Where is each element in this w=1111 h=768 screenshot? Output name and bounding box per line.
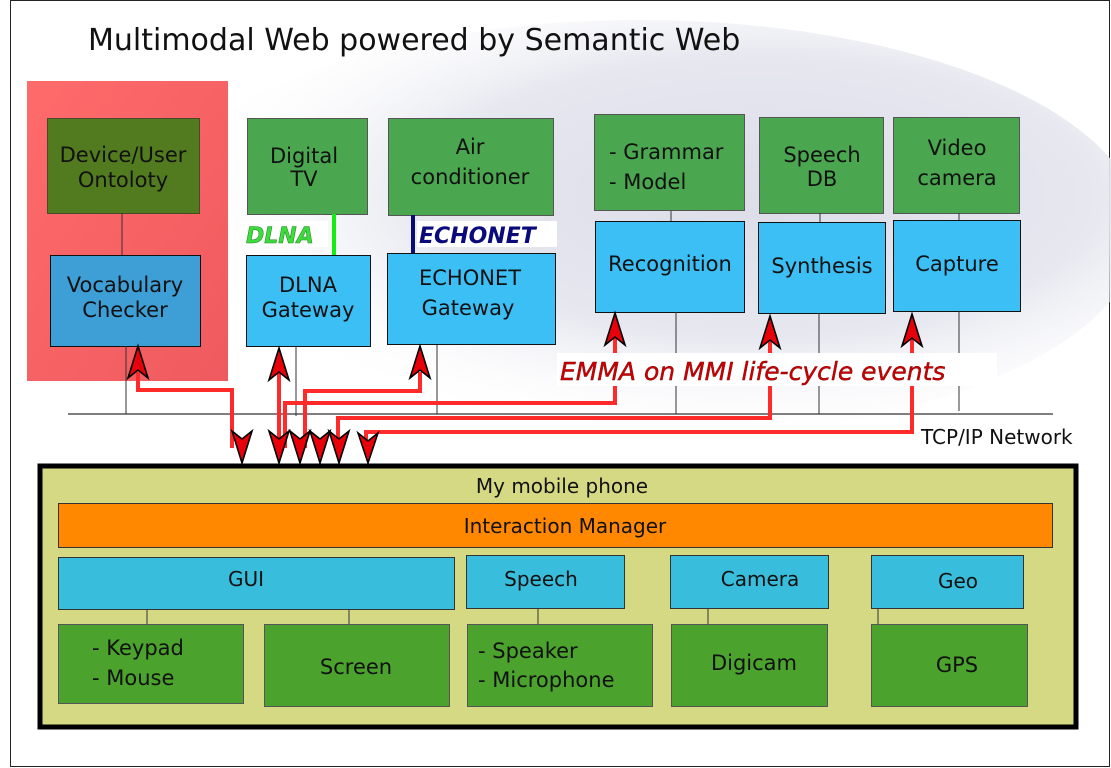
echonet-protocol-label: ECHONET bbox=[419, 224, 538, 249]
gps-label: GPS bbox=[936, 653, 978, 677]
speech-db-label-1: Speech bbox=[783, 143, 860, 167]
service-capture: Video camera Capture bbox=[893, 117, 1021, 312]
interaction-manager-box[interactable] bbox=[58, 503, 1053, 548]
keypad-label: - Keypad bbox=[92, 636, 184, 660]
screen-box[interactable] bbox=[264, 624, 450, 707]
flow-checker bbox=[136, 372, 234, 448]
interaction-manager-label: Interaction Manager bbox=[464, 514, 667, 538]
echonet-gateway-label-1: ECHONET bbox=[419, 266, 521, 290]
modality-camera-box[interactable] bbox=[670, 555, 829, 609]
modality-gui-box[interactable] bbox=[58, 557, 455, 610]
recognition-box[interactable] bbox=[595, 221, 745, 313]
screen-label: Screen bbox=[320, 655, 392, 679]
air-conditioner-label-1: Air bbox=[456, 135, 485, 159]
capture-box[interactable] bbox=[893, 220, 1021, 312]
digicam-label: Digicam bbox=[711, 651, 797, 675]
arrow-down-3-icon bbox=[288, 428, 312, 466]
modality-camera-label: Camera bbox=[721, 567, 800, 591]
speech-db-label-2: DB bbox=[807, 167, 838, 191]
diagram-title: Multimodal Web powered by Semantic Web bbox=[88, 23, 740, 58]
service-recognition: - Grammar - Model Recognition bbox=[594, 114, 745, 313]
video-camera-label-1: Video bbox=[928, 136, 987, 160]
arrow-up-synthesis-icon bbox=[758, 313, 782, 351]
down-arrowheads bbox=[230, 428, 380, 466]
checker-label-1: Vocabulary bbox=[67, 273, 183, 297]
microphone-label: - Microphone bbox=[478, 668, 615, 692]
dlna-protocol-label: DLNA bbox=[246, 224, 314, 249]
air-conditioner-label-2: conditioner bbox=[411, 165, 530, 189]
dlna-gateway-box[interactable] bbox=[246, 255, 371, 347]
service-echonet: Air conditioner ECHONET ECHONET Gateway bbox=[387, 118, 557, 345]
grammar-label-1: - Grammar bbox=[609, 140, 724, 164]
synthesis-label: Synthesis bbox=[771, 254, 872, 278]
speech-db-box[interactable] bbox=[759, 117, 884, 214]
digital-tv-box[interactable] bbox=[247, 118, 368, 215]
modality-gui-label: GUI bbox=[228, 567, 264, 591]
vocabulary-checker-box[interactable] bbox=[50, 255, 201, 347]
flow-echonet bbox=[303, 372, 422, 448]
grammar-model-box[interactable] bbox=[594, 114, 745, 211]
video-camera-label-2: camera bbox=[917, 166, 996, 190]
dlna-tag-bg bbox=[240, 221, 328, 247]
arrow-down-5-icon bbox=[327, 428, 351, 466]
dlna-gateway-label-2: Gateway bbox=[262, 298, 355, 322]
echonet-gateway-label-2: Gateway bbox=[422, 296, 515, 320]
speaker-label: - Speaker bbox=[478, 639, 578, 663]
modality-geo-box[interactable] bbox=[871, 555, 1024, 609]
digital-tv-label-1: Digital bbox=[270, 144, 338, 168]
modality-geo-label: Geo bbox=[938, 569, 978, 593]
arrow-down-1-icon bbox=[230, 428, 254, 466]
network-label: TCP/IP Network bbox=[920, 425, 1073, 449]
service-dlna: Digital TV DLNA DLNA Gateway bbox=[240, 118, 371, 347]
modality-speech-box[interactable] bbox=[466, 555, 625, 609]
arrow-down-2-icon bbox=[267, 428, 291, 466]
air-conditioner-box[interactable] bbox=[388, 118, 554, 216]
speaker-microphone-box[interactable] bbox=[467, 624, 653, 707]
modality-speech-label: Speech bbox=[504, 567, 578, 591]
gps-box[interactable] bbox=[871, 624, 1028, 707]
video-camera-box[interactable] bbox=[893, 117, 1020, 214]
digital-tv-label-2: TV bbox=[289, 167, 318, 191]
checker-label-2: Checker bbox=[82, 298, 168, 322]
arrow-up-checker-icon bbox=[126, 343, 150, 381]
arrow-down-4-icon bbox=[308, 428, 332, 466]
ontology-label-1: Device/User bbox=[60, 143, 187, 167]
mouse-label: - Mouse bbox=[92, 666, 174, 690]
phone-title: My mobile phone bbox=[476, 474, 648, 498]
arrow-down-6-icon bbox=[356, 430, 380, 466]
mobile-phone: My mobile phone Interaction Manager GUI … bbox=[37, 463, 1079, 730]
arrow-up-echonet-icon bbox=[408, 343, 432, 381]
ontology-box[interactable] bbox=[47, 118, 200, 214]
emma-label: EMMA on MMI life-cycle events bbox=[560, 357, 945, 386]
echonet-gateway-box[interactable] bbox=[387, 253, 556, 345]
echonet-tag-bg bbox=[417, 221, 557, 247]
capture-label: Capture bbox=[915, 252, 999, 276]
service-synthesis: Speech DB Synthesis bbox=[758, 117, 886, 314]
synthesis-box[interactable] bbox=[758, 222, 886, 314]
arrow-up-dlna-icon bbox=[267, 345, 291, 383]
arrow-up-recognition-icon bbox=[603, 310, 627, 348]
emma-label-bg bbox=[557, 353, 997, 386]
recognition-label: Recognition bbox=[608, 252, 732, 276]
digicam-box[interactable] bbox=[671, 624, 828, 707]
grammar-label-2: - Model bbox=[609, 170, 686, 194]
dlna-gateway-label-1: DLNA bbox=[279, 273, 338, 297]
arrow-up-capture-icon bbox=[900, 311, 924, 349]
semantic-group: Device/User Ontoloty Vocabulary Checker bbox=[27, 81, 228, 381]
keypad-mouse-box[interactable] bbox=[58, 624, 244, 704]
up-arrowheads bbox=[126, 310, 924, 383]
ontology-label-2: Ontoloty bbox=[78, 168, 168, 192]
